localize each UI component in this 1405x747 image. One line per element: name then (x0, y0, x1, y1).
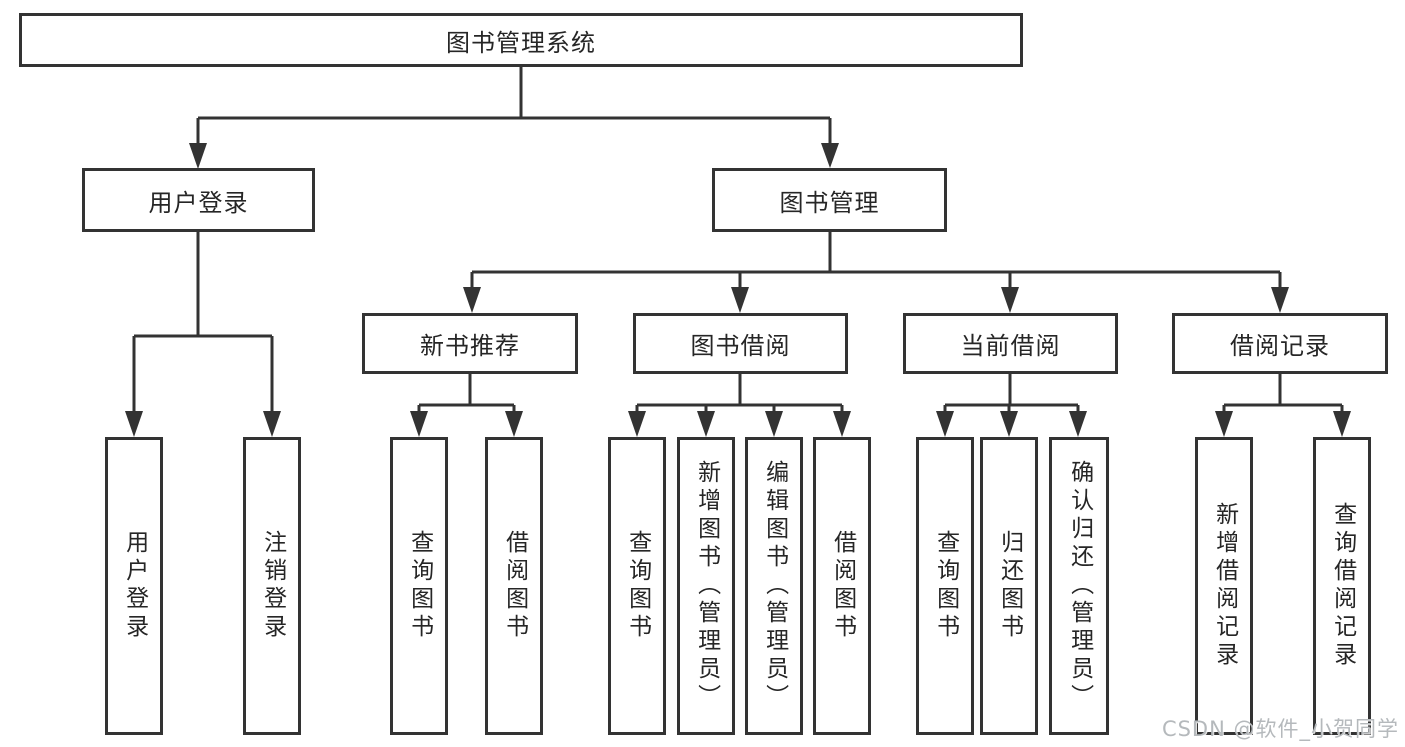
node-label: 用户登录 (121, 530, 148, 642)
leaf-query-books-borrowing: 查询图书 (608, 437, 666, 735)
node-root-system: 图书管理系统 (19, 13, 1023, 67)
node-label: 图书管理系统 (446, 28, 596, 57)
node-label: 归还图书 (996, 530, 1023, 642)
node-label: 查询图书 (406, 530, 433, 642)
node-user-login-module: 用户登录 (82, 168, 315, 232)
leaf-borrow-books-borrowing: 借阅图书 (813, 437, 871, 735)
node-label: 新增图书（管理员） (693, 460, 720, 712)
node-label: 用户登录 (148, 188, 249, 217)
node-new-book-recommend: 新书推荐 (362, 313, 578, 374)
node-label: 编辑图书（管理员） (761, 460, 788, 712)
node-label: 新书推荐 (420, 332, 520, 360)
node-label: 确认归还（管理员） (1066, 460, 1093, 712)
node-borrow-records: 借阅记录 (1172, 313, 1388, 374)
leaf-confirm-return-admin: 确认归还（管理员） (1049, 437, 1109, 735)
leaf-logout: 注销登录 (243, 437, 301, 735)
node-book-management-module: 图书管理 (712, 168, 947, 232)
node-label: 当前借阅 (960, 332, 1061, 360)
node-book-borrowing: 图书借阅 (633, 313, 848, 374)
node-label: 借阅图书 (829, 530, 856, 642)
leaf-add-borrow-record: 新增借阅记录 (1195, 437, 1253, 735)
node-label: 查询借阅记录 (1329, 502, 1356, 670)
leaf-query-borrow-record: 查询借阅记录 (1313, 437, 1371, 735)
node-label: 图书借阅 (690, 332, 791, 360)
leaf-query-books-current: 查询图书 (916, 437, 974, 735)
leaf-borrow-books-recommend: 借阅图书 (485, 437, 543, 735)
leaf-add-books-admin: 新增图书（管理员） (677, 437, 735, 735)
leaf-user-login: 用户登录 (105, 437, 163, 735)
node-label: 新增借阅记录 (1211, 502, 1238, 670)
node-label: 查询图书 (932, 530, 959, 642)
csdn-watermark: CSDN @软件_小贺同学 (1161, 717, 1399, 741)
node-label: 注销登录 (259, 530, 286, 642)
leaf-edit-books-admin: 编辑图书（管理员） (745, 437, 803, 735)
leaf-return-books: 归还图书 (980, 437, 1038, 735)
leaf-query-books-recommend: 查询图书 (390, 437, 448, 735)
node-label: 借阅图书 (501, 530, 528, 642)
node-label: 图书管理 (779, 188, 880, 217)
node-current-borrowing: 当前借阅 (903, 313, 1118, 374)
node-label: 借阅记录 (1230, 332, 1330, 360)
node-label: 查询图书 (624, 530, 651, 642)
